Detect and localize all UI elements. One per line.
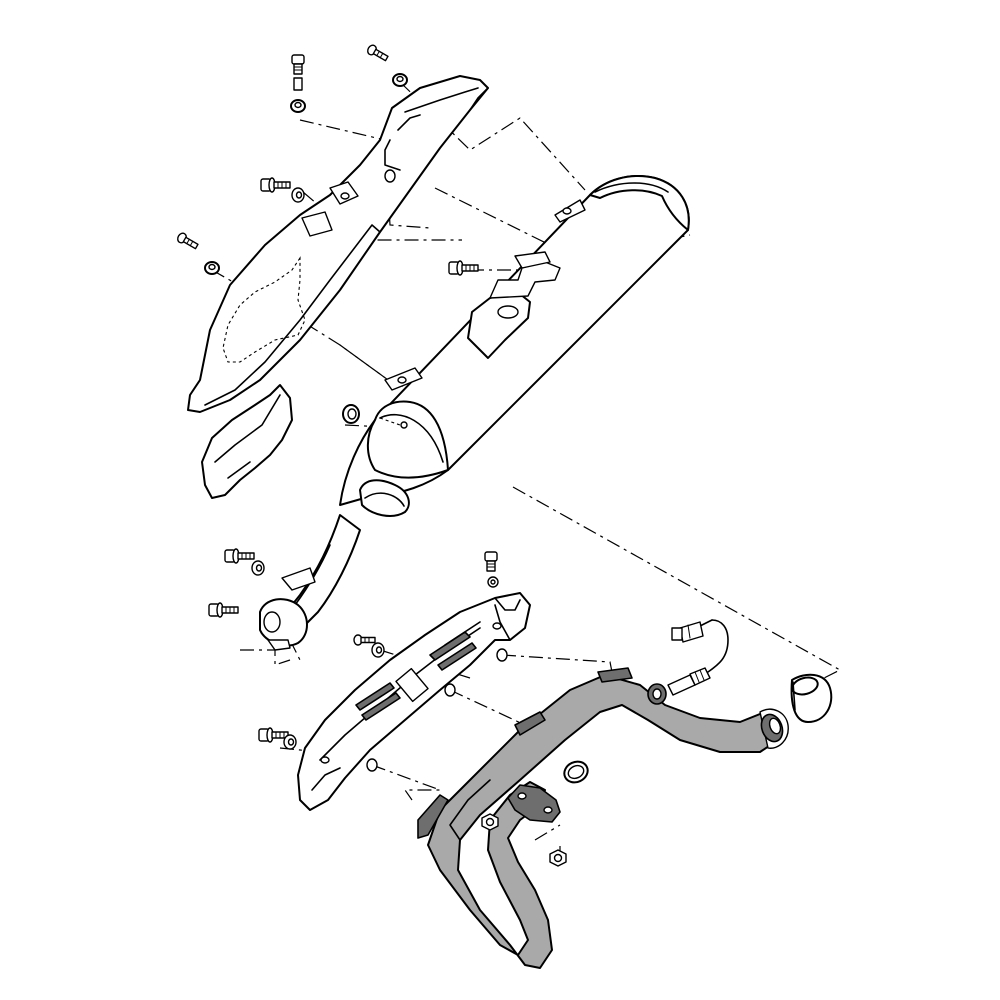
oxygen-sensor (667, 619, 729, 696)
exhaust-gasket (790, 673, 833, 723)
muffler-clamp (259, 567, 316, 651)
lower-heat-shield-plate (201, 384, 293, 499)
exhaust-header-pipe (417, 667, 789, 969)
muffler (287, 174, 690, 626)
header-ring-gasket (563, 760, 589, 784)
exhaust-pipe-heat-shield (297, 592, 531, 811)
upper-heat-shield (187, 75, 489, 413)
bolts-and-washers (175, 42, 508, 772)
muffler-mounting-bracket (384, 199, 586, 391)
